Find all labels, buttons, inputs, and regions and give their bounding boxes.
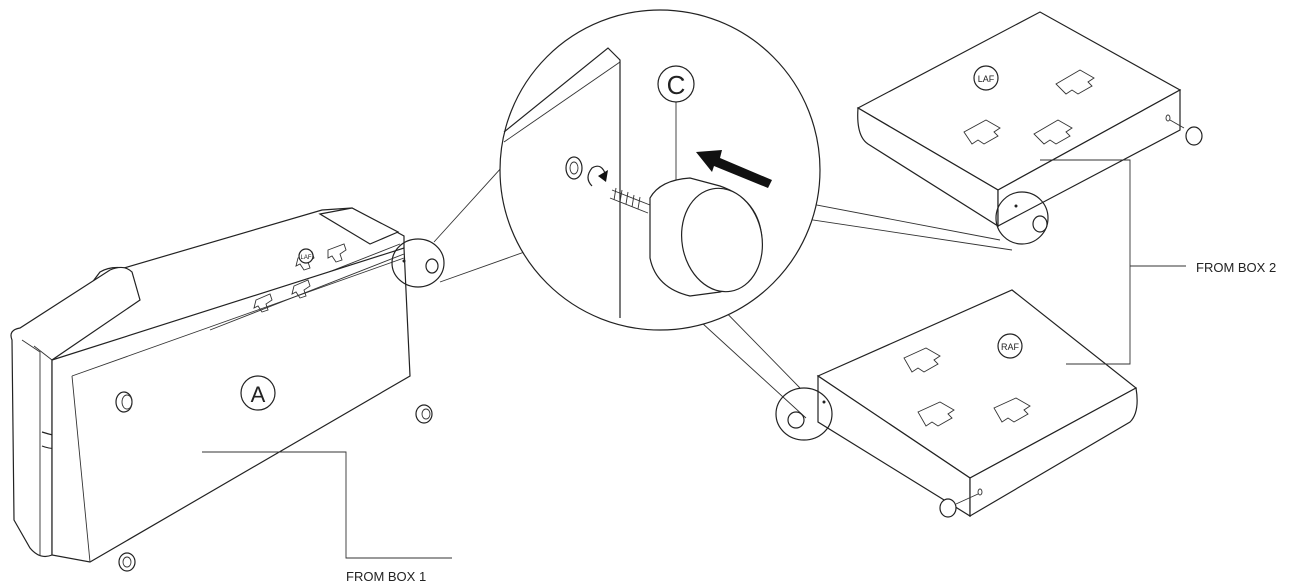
cushion-laf: LAF: [856, 11, 1203, 245]
sofa-base-a: A LAF FROM BOX 1: [10, 207, 452, 584]
zoom-ellipse-sofa: [391, 238, 445, 288]
leader-line-box-2: [1040, 159, 1186, 365]
from-box-1-label: FROM BOX 1: [346, 569, 426, 584]
raf-tag: RAF: [1001, 342, 1020, 352]
part-c-label: C: [667, 70, 686, 100]
insert-arrow-icon: [696, 150, 772, 188]
cushion-raf: RAF: [775, 289, 1138, 518]
laf-tag-on-sofa: LAF: [300, 255, 311, 261]
rotate-arrow-icon: [587, 165, 607, 187]
part-a-circle: [240, 375, 276, 411]
bracket-icon: [963, 69, 1095, 145]
part-c-circle: [657, 65, 695, 103]
zoom-ellipse-laf: [995, 191, 1049, 245]
bracket-icon: [903, 347, 1031, 427]
detail-zoom-circle: C: [499, 9, 821, 331]
leg-foot-icon: [115, 391, 433, 572]
zoom-ellipse-raf: [775, 387, 833, 441]
leader-line-box-1: [202, 451, 452, 559]
laf-tag: LAF: [978, 74, 995, 84]
from-box-2-label: FROM BOX 2: [1196, 260, 1276, 275]
part-a-label: A: [251, 382, 266, 407]
